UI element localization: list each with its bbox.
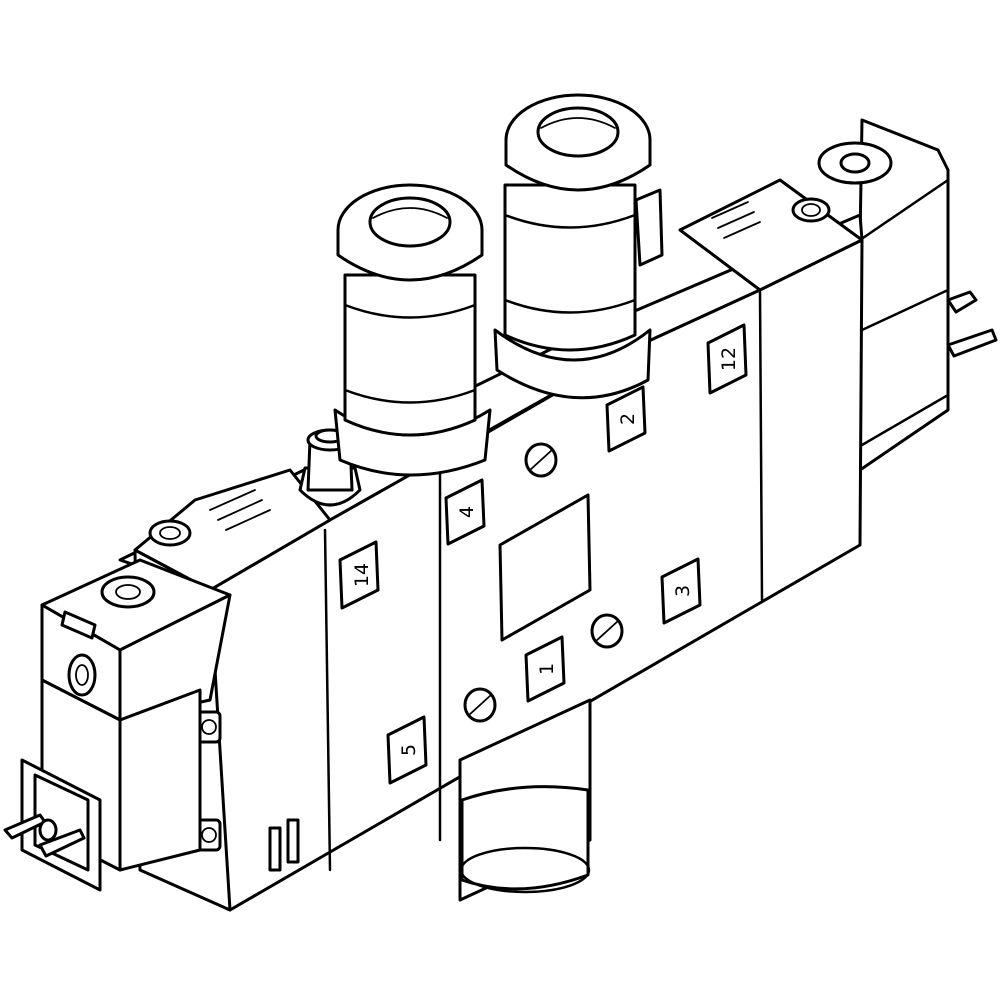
bottom-push-in-fitting	[458, 698, 592, 902]
port-label-3-text: 3	[672, 585, 694, 597]
port-label-12-text: 12	[718, 347, 740, 371]
port-label-1: 1	[524, 635, 566, 703]
port-label-3: 3	[660, 557, 702, 625]
port-label-14: 14	[338, 540, 380, 610]
port-label-4: 4	[444, 478, 486, 546]
port-label-1-text: 1	[536, 663, 558, 675]
port-label-14-text: 14	[351, 563, 373, 587]
label-plate	[498, 493, 592, 642]
port-label-12: 12	[706, 323, 748, 395]
left-solenoid-coil	[3, 558, 232, 892]
right-solenoid-head	[817, 118, 998, 472]
port-label-5: 5	[386, 715, 428, 785]
fitting-port-2	[493, 93, 664, 400]
port-label-5-text: 5	[398, 744, 420, 756]
front-holes	[463, 442, 624, 723]
port-label-2: 2	[605, 385, 647, 453]
port-label-2-text: 2	[617, 413, 639, 425]
port-label-4-text: 4	[456, 506, 478, 518]
fitting-port-4	[333, 183, 492, 477]
